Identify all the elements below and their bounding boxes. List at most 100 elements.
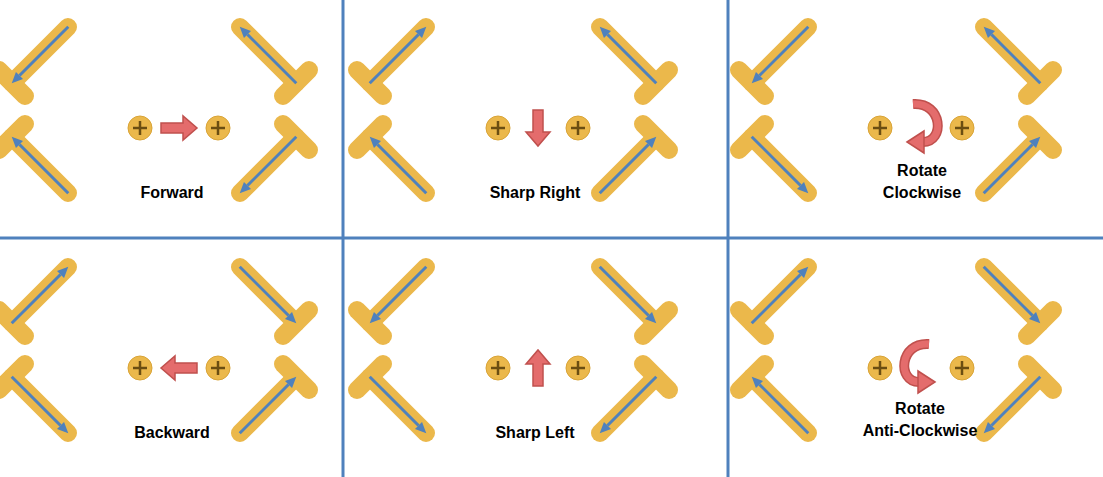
- force-arrow: [984, 267, 1033, 316]
- screw-slot: [961, 361, 964, 375]
- mecanum-wheel: [357, 267, 426, 336]
- mecanum-wheel: [0, 27, 68, 96]
- chassis-screw: [950, 116, 974, 140]
- chassis-screw: [868, 356, 892, 380]
- force-arrow: [240, 267, 289, 316]
- force-arrow: [752, 137, 801, 186]
- wheel-roller: [600, 27, 656, 83]
- screw-head: [566, 116, 590, 140]
- force-arrow: [991, 34, 1040, 83]
- force-arrowhead: [370, 137, 381, 148]
- force-arrowhead: [797, 182, 808, 193]
- force-arrowhead: [285, 312, 296, 323]
- screw-slot: [217, 121, 220, 135]
- motion-arrow: [161, 116, 197, 140]
- force-arrowhead: [285, 377, 296, 388]
- force-arrowhead: [415, 27, 426, 38]
- wheel-roller: [752, 377, 808, 433]
- mecanum-wheel: [600, 267, 669, 336]
- mecanum-wheel: [600, 27, 669, 96]
- force-arrow: [12, 377, 61, 426]
- wheel-roller: [752, 137, 808, 193]
- screw-head: [950, 356, 974, 380]
- mecanum-wheel: [984, 267, 1053, 336]
- mecanum-wheel: [357, 124, 426, 193]
- screw-head: [486, 116, 510, 140]
- panel-divider: [727, 0, 730, 477]
- wheel-roller: [984, 267, 1040, 323]
- panel-divider: [342, 0, 345, 477]
- screw-head: [486, 356, 510, 380]
- force-arrowhead: [415, 422, 426, 433]
- force-arrow: [370, 377, 419, 426]
- wheel-roller: [12, 377, 68, 433]
- rotation-arrowhead: [918, 371, 935, 393]
- chassis-screw: [128, 356, 152, 380]
- mecanum-wheel: [984, 364, 1053, 433]
- force-arrow: [377, 144, 426, 193]
- motion-arrow: [526, 110, 550, 146]
- force-arrow: [607, 377, 656, 426]
- screw-slot: [879, 121, 882, 135]
- force-arrowhead: [57, 422, 68, 433]
- screw-head: [206, 116, 230, 140]
- motion-label: Sharp Left: [495, 422, 574, 444]
- motion-arrow: [161, 356, 197, 380]
- wheel-roller: [370, 377, 426, 433]
- wheel-roller: [240, 27, 296, 83]
- wheel-roller: [752, 267, 808, 323]
- mecanum-wheel: [357, 364, 426, 433]
- force-arrowhead: [797, 267, 808, 278]
- wheel-roller: [240, 267, 296, 323]
- force-arrow: [377, 267, 426, 316]
- force-arrow: [19, 144, 68, 193]
- wheel-roller: [600, 267, 656, 323]
- force-arrow: [759, 27, 808, 76]
- screw-slot: [139, 361, 142, 375]
- wheel-roller: [984, 27, 1040, 83]
- force-arrowhead: [984, 422, 995, 433]
- wheel-roller: [12, 267, 68, 323]
- screw-slot: [577, 361, 580, 375]
- force-arrow: [19, 27, 68, 76]
- wheel-roller: [600, 137, 656, 193]
- force-arrow: [12, 274, 61, 323]
- screw-head: [868, 356, 892, 380]
- mecanum-wheel: [739, 364, 808, 433]
- screw-slot: [497, 121, 500, 135]
- force-arrowhead: [600, 422, 611, 433]
- force-arrowhead: [645, 312, 656, 323]
- force-arrow: [240, 384, 289, 433]
- mecanum-wheel: [600, 124, 669, 193]
- mecanum-wheel: [739, 27, 808, 96]
- wheel-roller: [12, 137, 68, 193]
- force-arrowhead: [12, 72, 23, 83]
- mecanum-wheel: [240, 27, 309, 96]
- wheel-roller: [240, 137, 296, 193]
- chassis-screw: [950, 356, 974, 380]
- wheel-roller: [600, 377, 656, 433]
- mecanum-wheel: [739, 124, 808, 193]
- chassis-screw: [566, 116, 590, 140]
- chassis-screw: [206, 356, 230, 380]
- mecanum-wheel: [0, 364, 68, 433]
- screw-slot: [217, 361, 220, 375]
- force-arrowhead: [1029, 312, 1040, 323]
- panel-divider: [0, 237, 1103, 240]
- force-arrow: [984, 144, 1033, 193]
- mecanum-wheel: [240, 124, 309, 193]
- rotation-arrow: [904, 344, 935, 393]
- chassis-screw: [206, 116, 230, 140]
- motion-label: Sharp Right: [490, 182, 581, 204]
- wheel-roller: [12, 27, 68, 83]
- screw-head: [206, 356, 230, 380]
- motion-label: Backward: [134, 422, 210, 444]
- screw-slot: [497, 361, 500, 375]
- mecanum-wheel: [357, 27, 426, 96]
- motion-label: Rotate Anti-Clockwise: [863, 398, 978, 442]
- force-arrow: [600, 144, 649, 193]
- force-arrowhead: [370, 312, 381, 323]
- screw-slot: [879, 361, 882, 375]
- mecanum-wheel: [240, 364, 309, 433]
- chassis-screw: [128, 116, 152, 140]
